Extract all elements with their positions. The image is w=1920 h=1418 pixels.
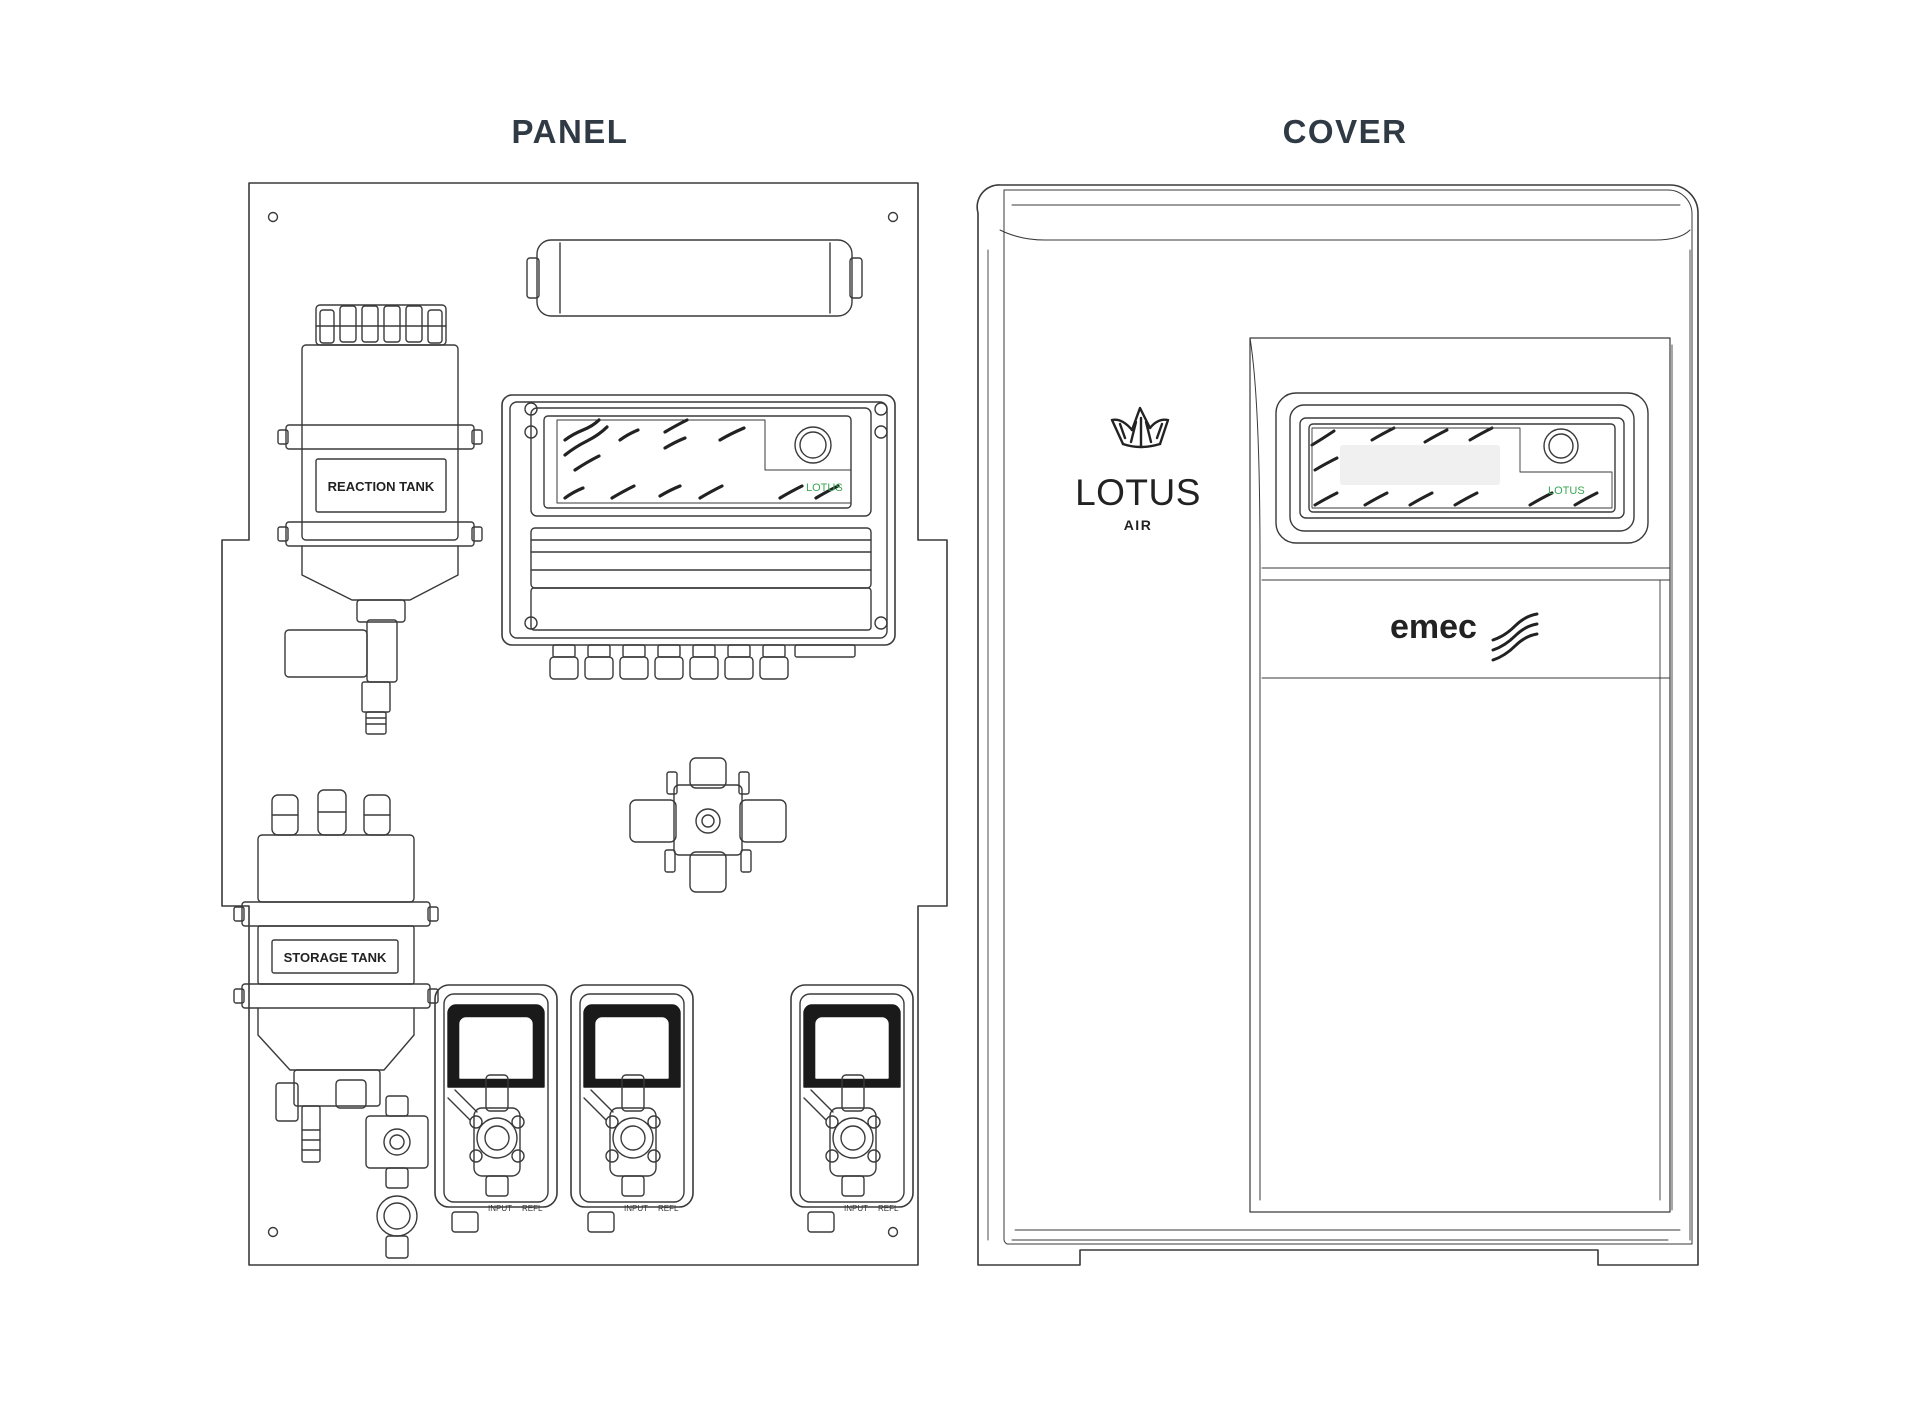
emec-wave-icon — [1491, 612, 1539, 662]
lotus-air-brand: LOTUS AIR — [1075, 406, 1201, 533]
panel-board — [221, 182, 948, 1266]
controller-display-hatch — [563, 418, 840, 500]
reaction-tank: REACTION TANK — [277, 304, 483, 735]
lotus-brand-sub: AIR — [1124, 517, 1153, 533]
lotus-brand-name: LOTUS — [1075, 472, 1201, 513]
cover-door — [1249, 337, 1673, 1213]
pump-3-label-left: INPUT — [844, 1204, 868, 1213]
filter-cartridge — [526, 239, 863, 317]
storage-tank: STORAGE TANK — [233, 789, 439, 1163]
panel-controller: LOTUS — [501, 394, 896, 680]
cover-title: COVER — [1282, 113, 1408, 150]
emec-brand: emec — [1390, 608, 1539, 662]
cover-display-hatch — [1310, 426, 1599, 507]
cover-controller-logo: LOTUS — [1548, 485, 1585, 497]
valve-block — [629, 757, 787, 893]
dosing-pump-2: INPUT REFL — [570, 984, 694, 1233]
pump-1-label-right: REFL — [522, 1204, 543, 1213]
dosing-pump-3: INPUT REFL — [790, 984, 914, 1233]
lotus-flower-icon — [1110, 406, 1170, 449]
pump-1-label-left: INPUT — [488, 1204, 512, 1213]
panel-controller-logo: LOTUS — [806, 482, 843, 494]
panel-title: PANEL — [511, 113, 629, 150]
dosing-pump-1: INPUT REFL — [434, 984, 558, 1233]
cable-glands — [549, 644, 856, 680]
emec-logo-text: emec — [1390, 608, 1477, 646]
pump-2-label-left: INPUT — [624, 1204, 648, 1213]
sample-valve — [365, 1095, 429, 1259]
pump-2-label-right: REFL — [658, 1204, 679, 1213]
reaction-tank-label: REACTION TANK — [328, 479, 435, 494]
cover-controller: LOTUS — [1275, 392, 1649, 544]
pump-3-label-right: REFL — [878, 1204, 899, 1213]
cover-body — [976, 184, 1699, 1266]
storage-tank-label: STORAGE TANK — [284, 950, 387, 965]
